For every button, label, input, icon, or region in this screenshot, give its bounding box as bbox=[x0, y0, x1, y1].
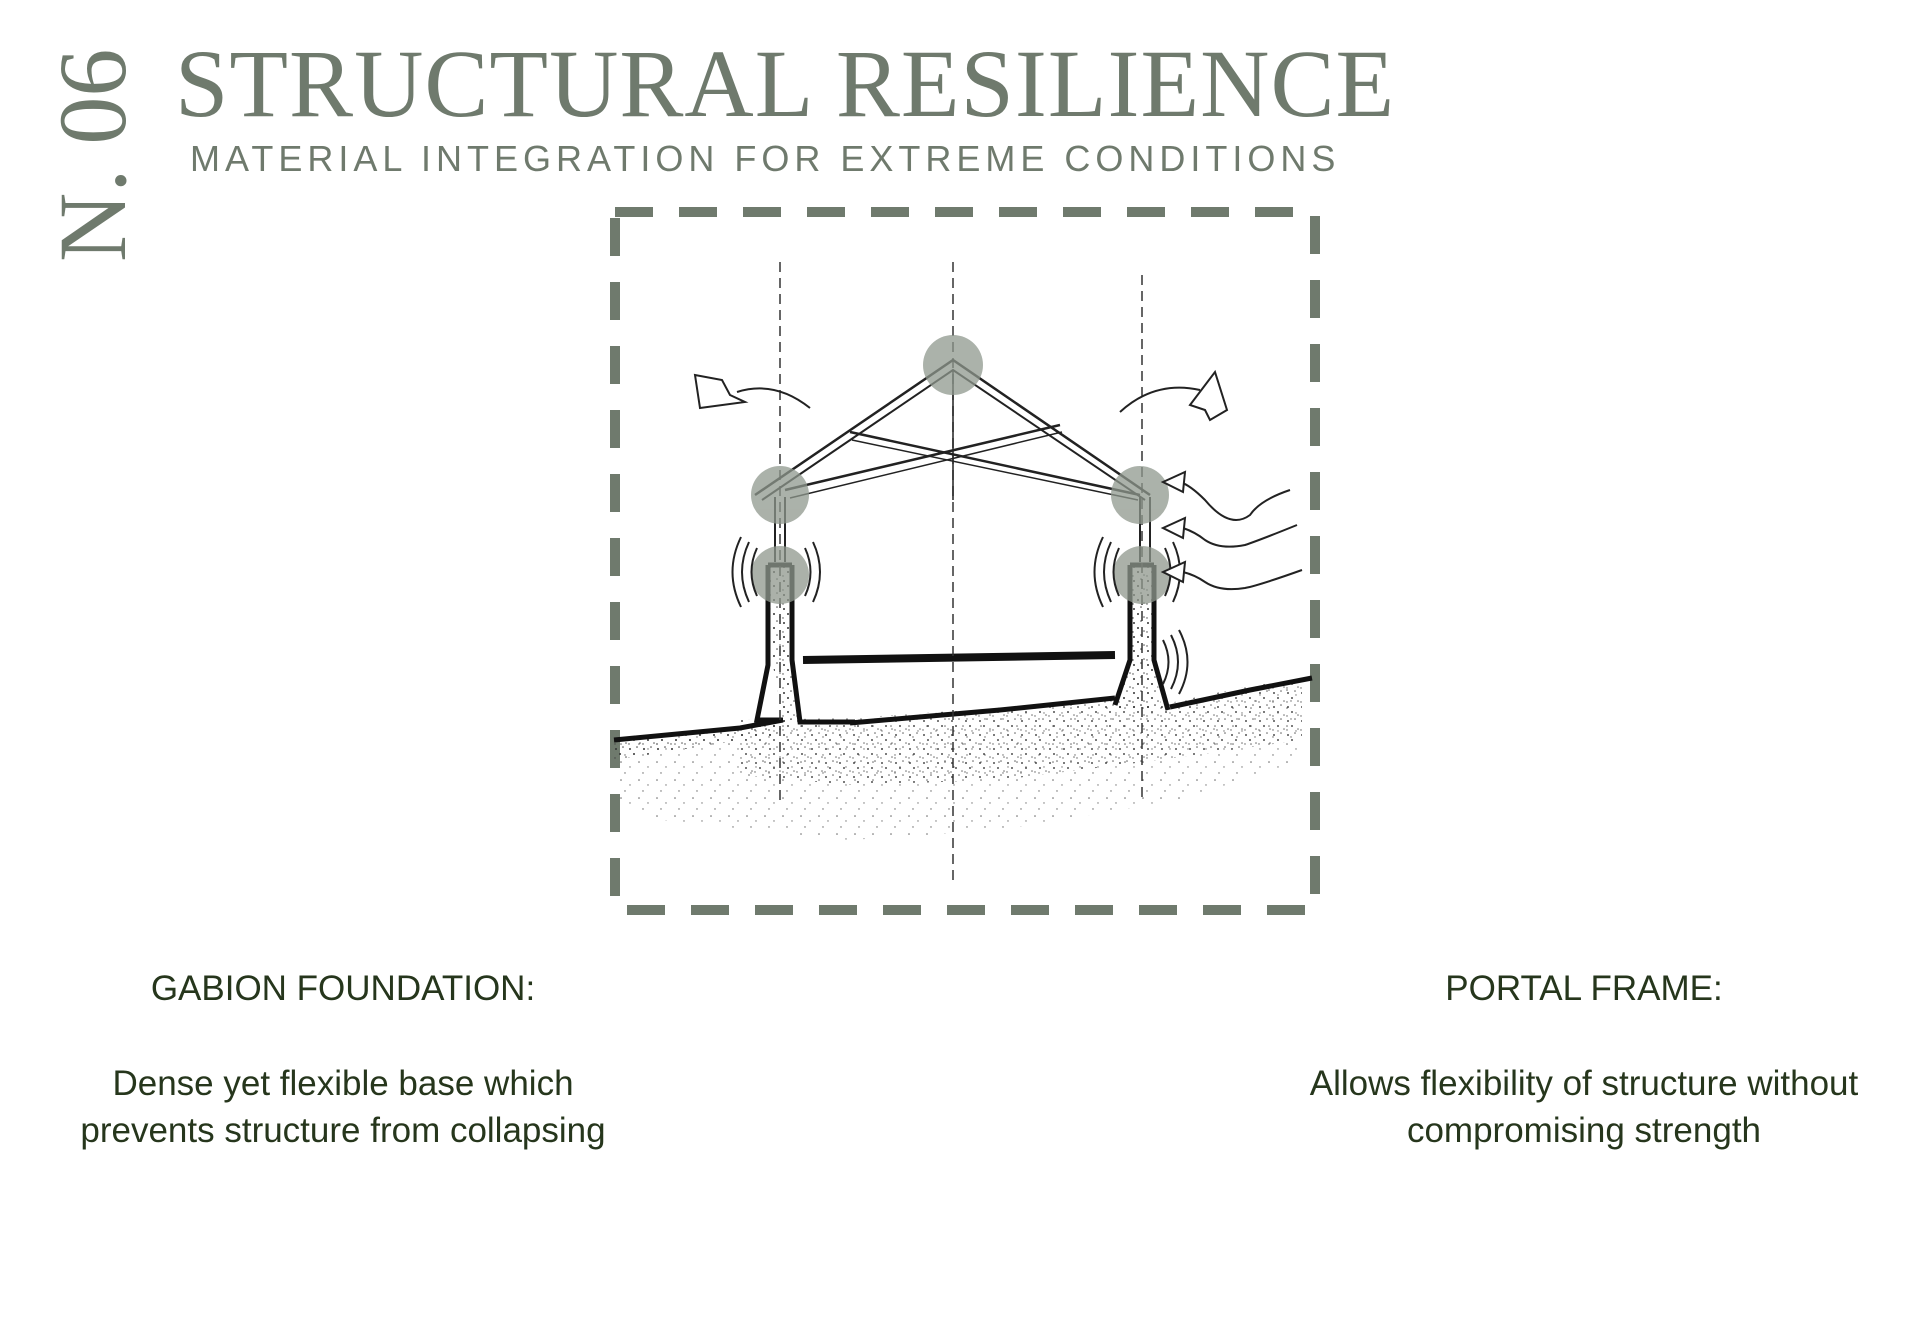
caption-heading: GABION FOUNDATION: bbox=[150, 969, 536, 1008]
page-subtitle: MATERIAL INTEGRATION FOR EXTREME CONDITI… bbox=[190, 138, 1341, 179]
caption-portal-frame: PORTAL FRAME: Allows flexibility of stru… bbox=[1304, 966, 1864, 1154]
joint-marker-icon bbox=[751, 335, 1171, 604]
floor-slab bbox=[802, 651, 1116, 664]
wind-arrow-icon bbox=[1160, 470, 1303, 591]
ground-section bbox=[613, 675, 1313, 840]
vibration-icon bbox=[731, 536, 1189, 695]
caption-heading: PORTAL FRAME: bbox=[1445, 969, 1723, 1008]
caption-body: Dense yet flexible base which prevents s… bbox=[80, 1064, 606, 1150]
sheet-number: N. 06 bbox=[39, 48, 146, 262]
caption-body: Allows flexibility of structure without … bbox=[1309, 1064, 1859, 1150]
dashed-frame bbox=[610, 207, 1320, 915]
rotation-arrow-icon bbox=[693, 369, 1229, 422]
structure-section-diagram bbox=[610, 207, 1320, 915]
caption-gabion-foundation: GABION FOUNDATION: Dense yet flexible ba… bbox=[63, 966, 623, 1154]
page-title: STRUCTURAL RESILIENCE bbox=[175, 30, 1396, 137]
